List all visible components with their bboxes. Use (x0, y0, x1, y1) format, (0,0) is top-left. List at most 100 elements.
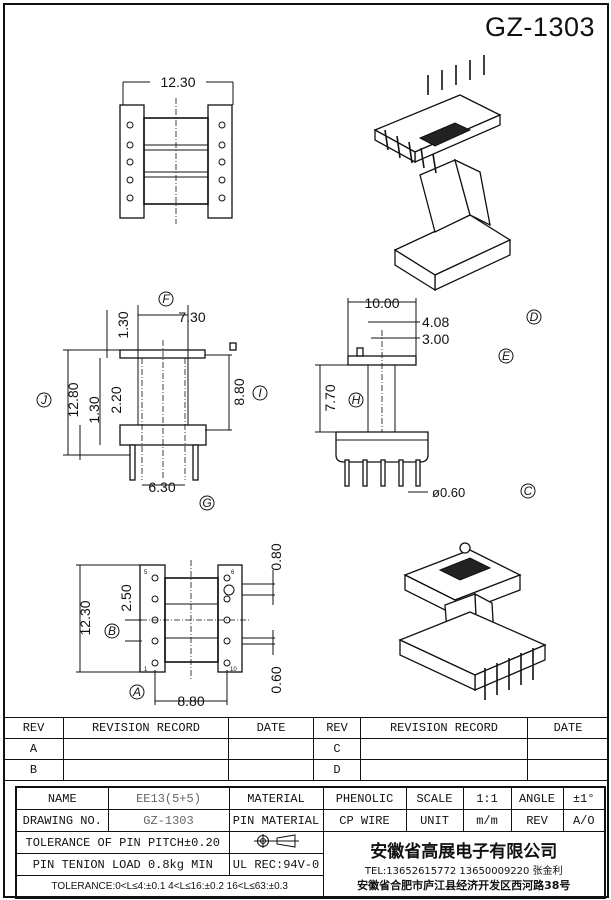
dim-bottom-pin-top: 0.80 (268, 543, 284, 570)
svg-text:C: C (524, 484, 533, 498)
svg-text:F: F (162, 292, 170, 306)
table-row: DRAWING NO. GZ-1303 PIN MATERIAL CP WIRE… (15, 809, 606, 832)
dim-core: 3.00 (422, 331, 449, 347)
date-cell (228, 759, 314, 781)
record-cell (63, 738, 229, 760)
callout-a: A (129, 684, 145, 700)
header-date: DATE (228, 717, 314, 739)
name-label: NAME (15, 786, 109, 810)
pin-number-5: 5 (144, 570, 148, 576)
dim-pin-offset: 1.30 (86, 396, 102, 423)
header-rev: REV (3, 717, 64, 739)
dim-inner-height: 8.80 (231, 378, 247, 405)
dim-core-width: 6.30 (148, 479, 175, 495)
record-cell (63, 759, 229, 781)
drawing-title: GZ-1303 (484, 12, 595, 42)
front-view: 10.00 4.08 3.00 7.70 ø0.60 (315, 295, 465, 500)
pin-material-label: PIN MATERIAL (228, 809, 324, 832)
table-row: B D (3, 759, 609, 781)
dim-top-width: 12.30 (160, 74, 195, 90)
callout-g: G (199, 495, 215, 511)
table-row: TOLERANCE OF PIN PITCH±0.20 安徽省高展电子有限公司 … (15, 831, 606, 899)
dim-bottom-spacing: 8.80 (177, 693, 204, 709)
dim-pin-diameter: ø0.60 (432, 485, 465, 500)
dim-top-flange: 1.30 (115, 311, 131, 338)
rev-cell: B (3, 759, 64, 781)
record-cell (360, 738, 528, 760)
pin-load: PIN TENION LOAD 0.8kg MIN (15, 853, 230, 876)
angle-label: ANGLE (510, 786, 564, 810)
callout-e: E (498, 348, 514, 364)
table-row: PIN TENION LOAD 0.8kg MIN UL REC:94V-0 (15, 853, 605, 876)
callout-f: F (158, 291, 174, 307)
dim-bottom-pin-bottom: 0.60 (268, 666, 284, 693)
date-cell (527, 759, 609, 781)
ul-rec: UL REC:94V-0 (228, 853, 324, 876)
isometric-view-bottom (398, 542, 547, 700)
table-row: TOLERANCE:0<L≤4:±0.1 4<L≤16:±0.2 16<L≤63… (15, 875, 605, 899)
material-label: MATERIAL (228, 786, 324, 810)
angle-value: ±1° (562, 786, 606, 810)
dim-bottom-height: 12.30 (77, 600, 93, 635)
rev-value: A/O (562, 809, 606, 832)
material-value: PHENOLIC (322, 786, 407, 810)
scale-value: 1:1 (462, 786, 512, 810)
rev-label: REV (510, 809, 564, 832)
svg-text:D: D (530, 310, 539, 324)
unit-label: UNIT (405, 809, 464, 832)
rev-cell: A (3, 738, 64, 760)
callout-markers: F J I G D E H C B A (36, 291, 542, 700)
technical-drawing: 12.30 (36, 55, 547, 709)
dim-front-height: 7.70 (322, 384, 338, 411)
dim-slot: 4.08 (422, 314, 449, 330)
revision-header-row: REV REVISION RECORD DATE REV REVISION RE… (3, 717, 609, 739)
drawing-no-label: DRAWING NO. (15, 809, 109, 832)
dim-side-height: 12.80 (65, 382, 81, 417)
callout-c: C (520, 483, 536, 499)
pin-pitch-tolerance: TOLERANCE OF PIN PITCH±0.20 (15, 831, 230, 854)
rev-cell: C (313, 738, 361, 760)
callout-i: I (252, 385, 268, 401)
rev-cell: D (313, 759, 361, 781)
callout-d: D (526, 309, 542, 325)
top-view: 12.30 (119, 74, 234, 224)
svg-text:H: H (352, 393, 361, 407)
svg-text:J: J (40, 393, 48, 407)
third-angle-projection-icon (254, 833, 299, 848)
svg-text:A: A (132, 685, 141, 699)
date-cell (228, 738, 314, 760)
pin-number-10: 10 (230, 667, 237, 673)
dim-front-width: 10.00 (364, 295, 399, 311)
svg-text:E: E (502, 349, 511, 363)
company-address: 安徽省合肥市庐江县经济开发区西河路38号 (357, 878, 571, 892)
svg-text:B: B (108, 624, 116, 638)
scale-label: SCALE (405, 786, 464, 810)
general-tolerance: TOLERANCE:0<L≤4:±0.1 4<L≤16:±0.2 16<L≤63… (15, 875, 324, 899)
side-view: 7.30 6.30 12.80 1.30 2.20 1.30 8.80 (63, 305, 247, 495)
record-cell (360, 759, 528, 781)
name-value: EE13(5+5) (107, 786, 230, 810)
date-cell (527, 738, 609, 760)
pin-number-6: 6 (231, 570, 235, 576)
svg-text:I: I (258, 386, 262, 400)
header-rev: REV (313, 717, 361, 739)
projection-symbol (228, 831, 324, 854)
pin-number-1: 1 (144, 667, 148, 673)
header-revision-record: REVISION RECORD (360, 717, 528, 739)
company-phone: TEL:13652615772 13650009220 张金利 (364, 865, 563, 877)
company-block: 安徽省高展电子有限公司 TEL:13652615772 13650009220 … (322, 831, 606, 899)
company-name: 安徽省高展电子有限公司 (370, 841, 558, 862)
unit-value: m/m (462, 809, 512, 832)
header-revision-record: REVISION RECORD (63, 717, 229, 739)
header-date: DATE (527, 717, 609, 739)
table-row: NAME EE13(5+5) MATERIAL PHENOLIC SCALE 1… (15, 786, 606, 810)
pin-material-value: CP WIRE (322, 809, 407, 832)
title-block: NAME EE13(5+5) MATERIAL PHENOLIC SCALE 1… (15, 786, 606, 899)
svg-text:G: G (202, 496, 211, 510)
callout-j: J (36, 392, 52, 408)
isometric-view-top (373, 55, 512, 292)
dim-gap: 2.20 (108, 386, 124, 413)
dim-flange-width: 7.30 (178, 309, 205, 325)
table-row: A C (3, 738, 609, 760)
